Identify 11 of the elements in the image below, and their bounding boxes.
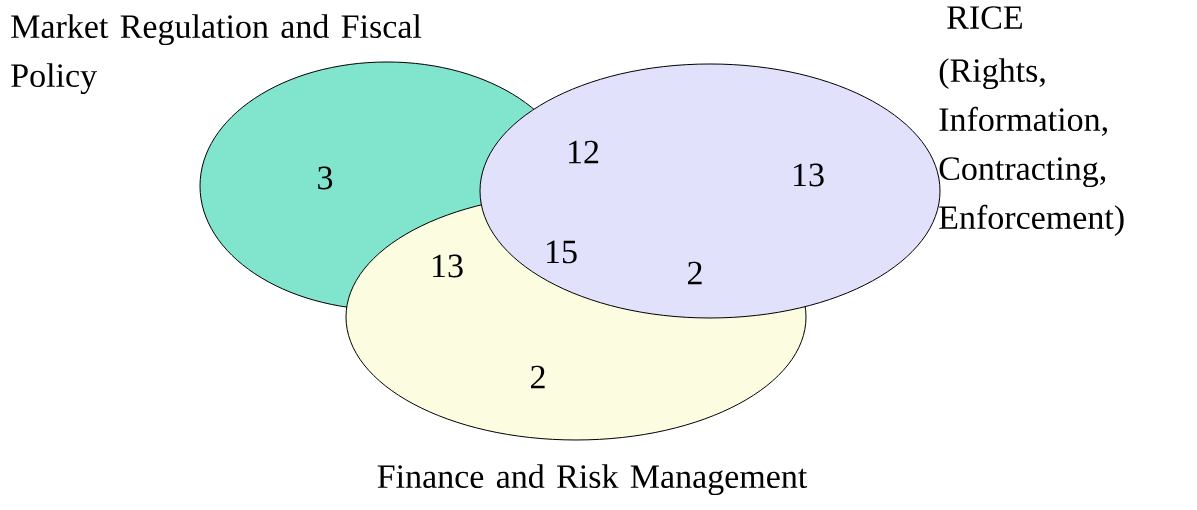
set-label: Finance and Risk Management bbox=[377, 464, 808, 496]
region-count: 12 bbox=[569, 140, 599, 164]
set-label: RICE bbox=[947, 6, 1022, 30]
region-count: 15 bbox=[547, 240, 577, 264]
set-label: Market Regulation and Fiscal Policy bbox=[11, 14, 422, 95]
region-count: 2 bbox=[531, 365, 545, 389]
region-count: 13 bbox=[433, 254, 463, 278]
region-count: 3 bbox=[318, 166, 333, 190]
region-count: 13 bbox=[794, 163, 824, 187]
region-count: 2 bbox=[688, 261, 702, 285]
set-label: (Rights, Information, Contracting, Enforcement) bbox=[939, 58, 1124, 236]
